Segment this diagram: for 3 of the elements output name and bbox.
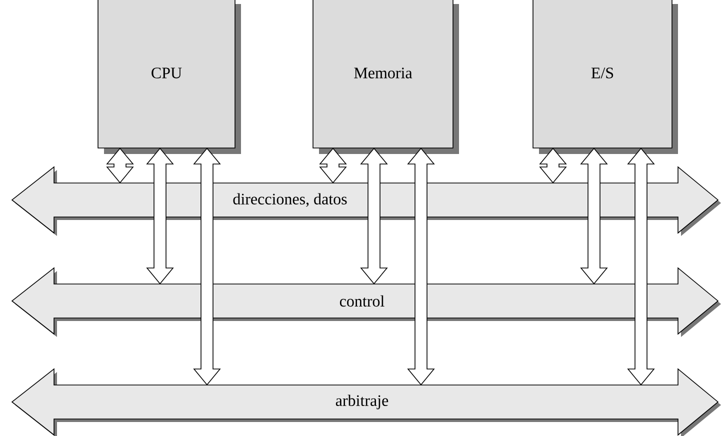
unit-box: CPU	[98, 0, 241, 154]
unit-box: E/S	[532, 0, 678, 154]
unit-box: Memoria	[312, 0, 459, 154]
